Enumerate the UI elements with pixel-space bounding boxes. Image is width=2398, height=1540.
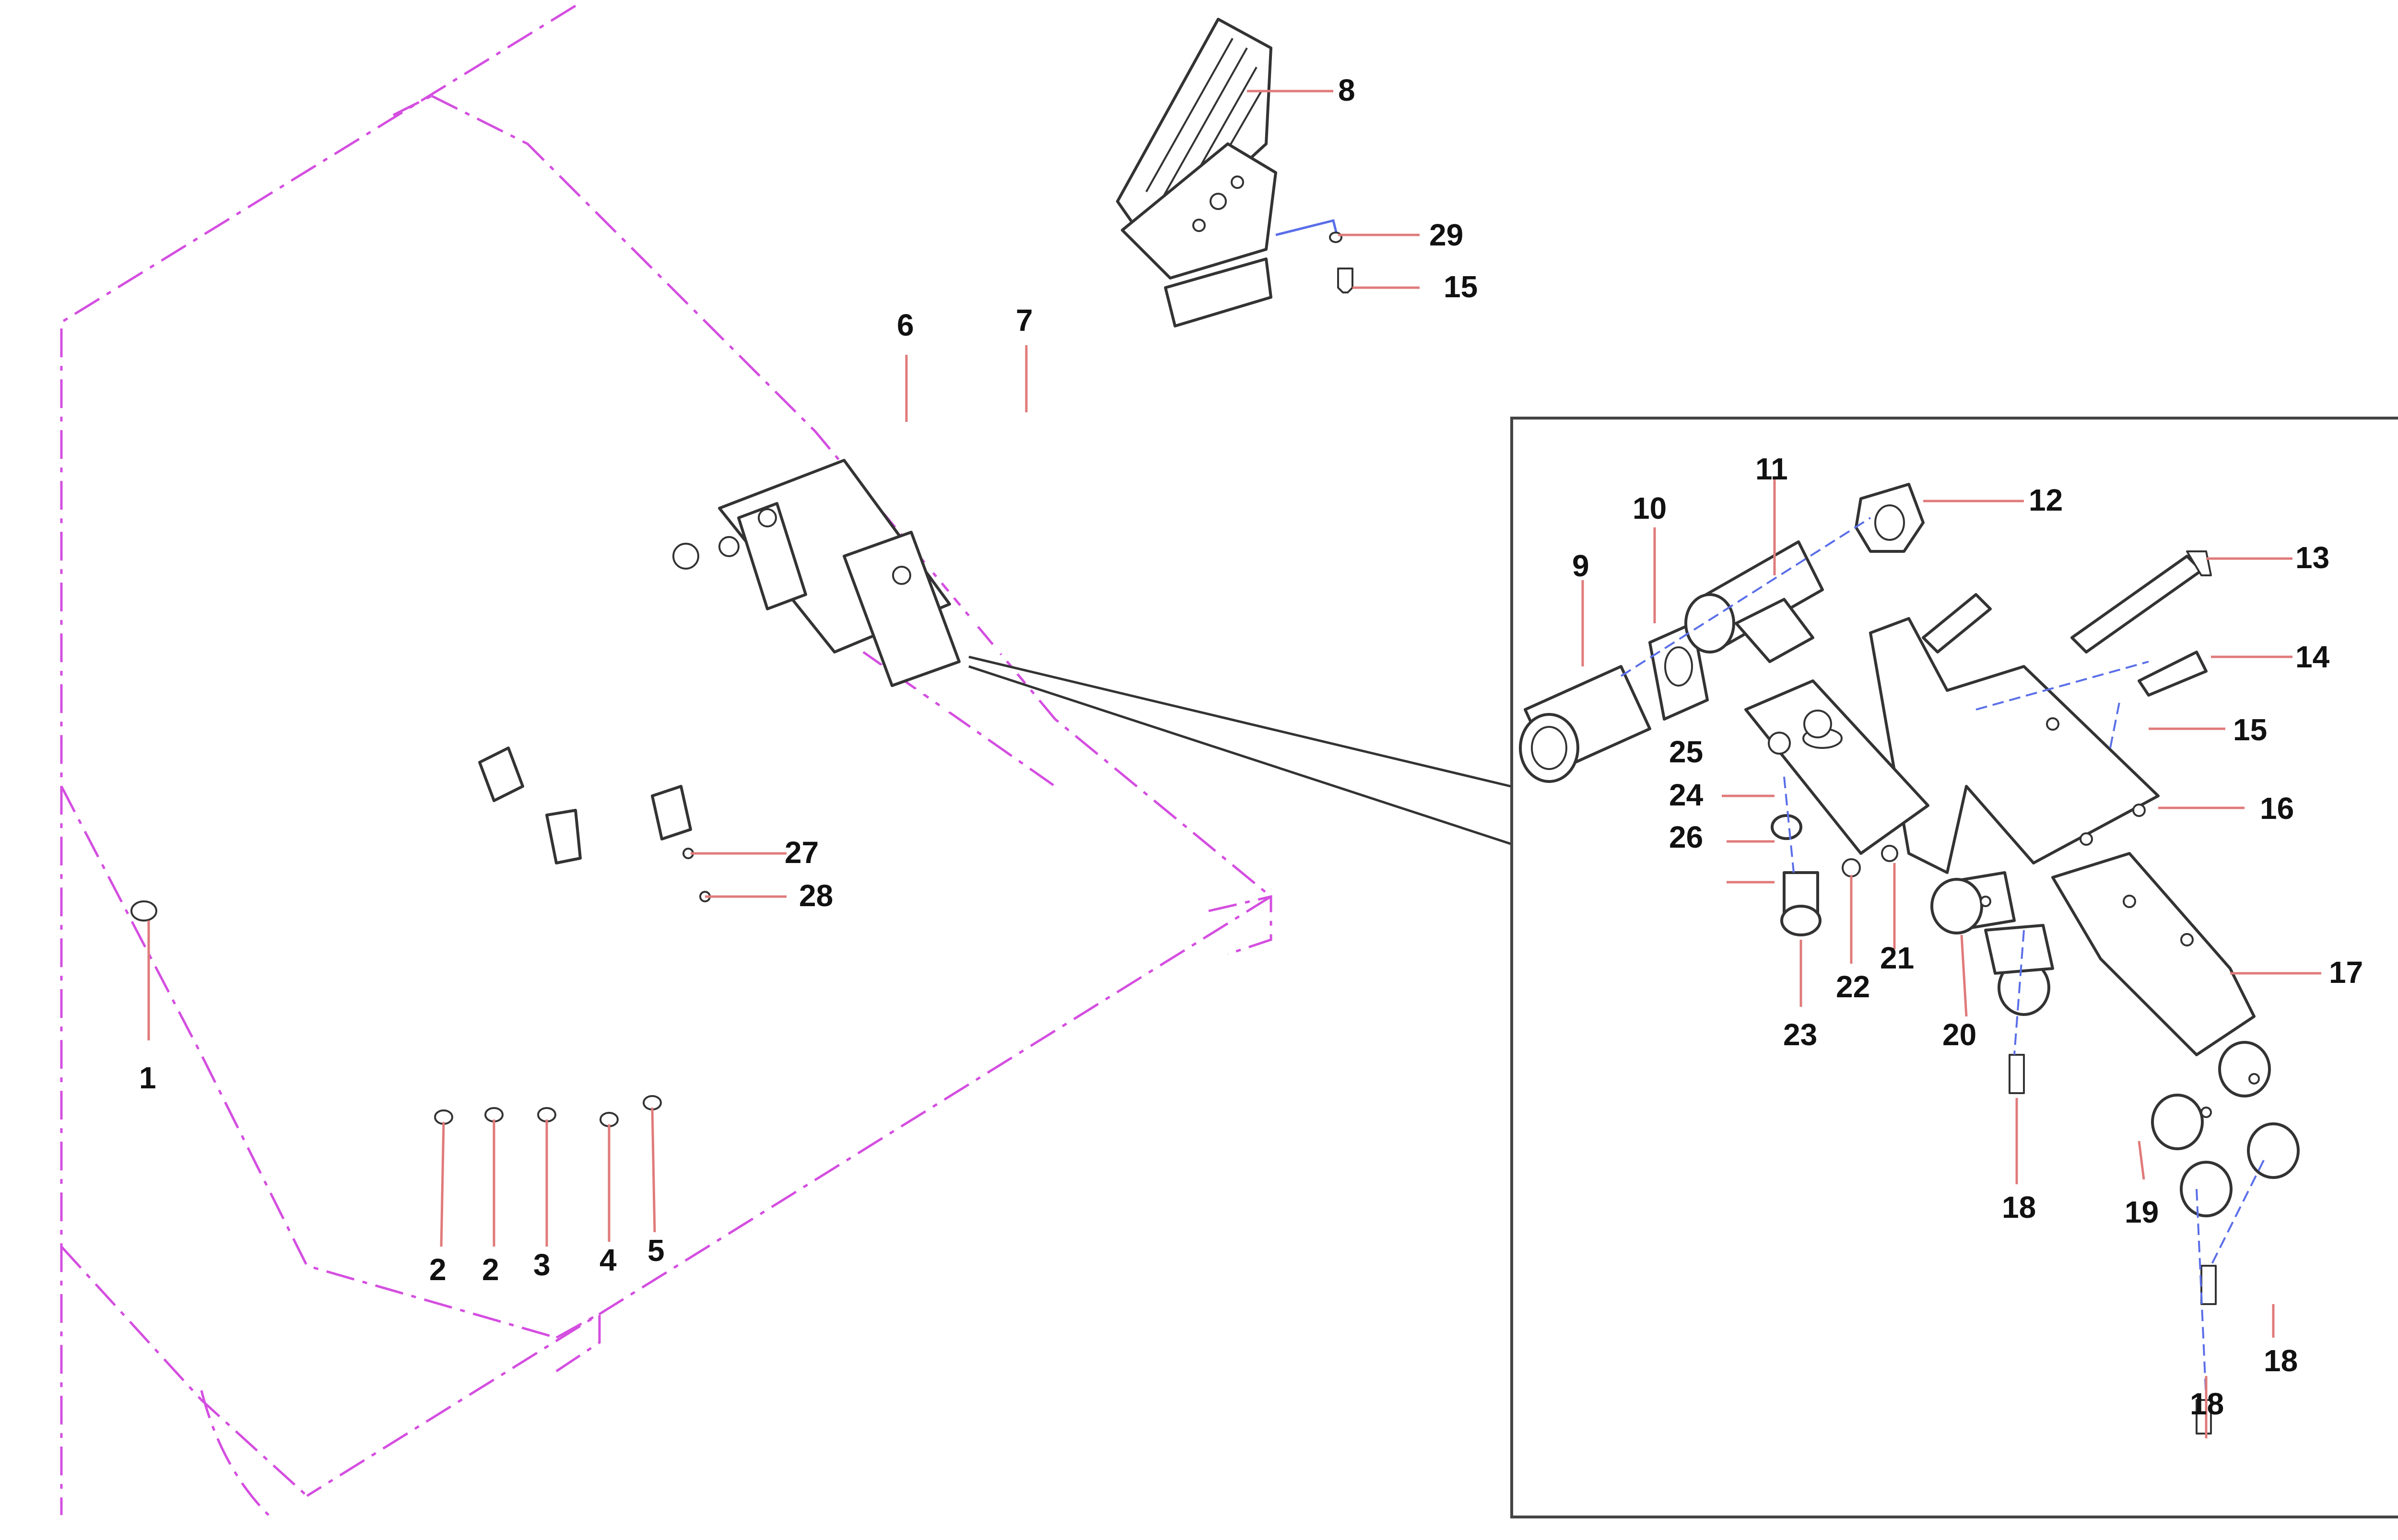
- detail-guide-lines: [968, 655, 1511, 845]
- callout-3: 3: [533, 1248, 551, 1282]
- callout-26: 26: [1669, 820, 1703, 854]
- callout-2a: 2: [429, 1252, 447, 1287]
- callout-14: 14: [2295, 640, 2330, 674]
- callout-13: 13: [2295, 540, 2329, 575]
- callout-17: 17: [2329, 955, 2363, 990]
- callout-12: 12: [2029, 483, 2063, 517]
- callout-8: 8: [1338, 73, 1355, 107]
- callout-labels: 1 2 2 3 4 5 6 7 8 29 15 27 28 9 10 11 12…: [139, 73, 2363, 1421]
- callout-2b: 2: [482, 1252, 499, 1287]
- callout-18a: 18: [2002, 1190, 2036, 1225]
- callout-15a: 15: [1444, 269, 1478, 304]
- callout-leaders: [147, 90, 2321, 1438]
- callout-20: 20: [1942, 1017, 1976, 1052]
- callout-29: 29: [1429, 218, 1463, 252]
- pedal-fasteners: [1275, 219, 1353, 293]
- assembly-axis-lines: [1620, 517, 2265, 1400]
- callout-28: 28: [799, 878, 833, 913]
- detail-inset-frame: [1510, 417, 2398, 1518]
- callout-19: 19: [2125, 1195, 2159, 1229]
- callout-25: 25: [1669, 735, 1703, 769]
- phantom-frame-outline: [60, 4, 1272, 1516]
- callout-18c: 18: [2264, 1343, 2298, 1378]
- callout-7: 7: [1016, 303, 1033, 338]
- callout-23: 23: [1783, 1017, 1817, 1052]
- foot-pedal: [1116, 18, 1277, 327]
- callout-10: 10: [1633, 491, 1667, 525]
- hose-bundle: [130, 283, 1338, 1127]
- callout-9: 9: [1572, 548, 1589, 583]
- callout-6: 6: [897, 308, 914, 342]
- callout-24: 24: [1669, 778, 1704, 812]
- callout-1: 1: [139, 1061, 156, 1095]
- valve-block: [672, 459, 961, 687]
- callout-22: 22: [1836, 969, 1870, 1004]
- callout-11: 11: [1755, 452, 1788, 486]
- callout-16: 16: [2260, 791, 2294, 826]
- detail-parts: [1519, 483, 2300, 1435]
- callout-21: 21: [1880, 941, 1914, 975]
- callout-4: 4: [600, 1243, 617, 1277]
- callout-27: 27: [785, 835, 819, 870]
- callout-18b: 18: [2190, 1387, 2224, 1421]
- callout-15b: 15: [2233, 712, 2267, 747]
- callout-5: 5: [647, 1233, 665, 1268]
